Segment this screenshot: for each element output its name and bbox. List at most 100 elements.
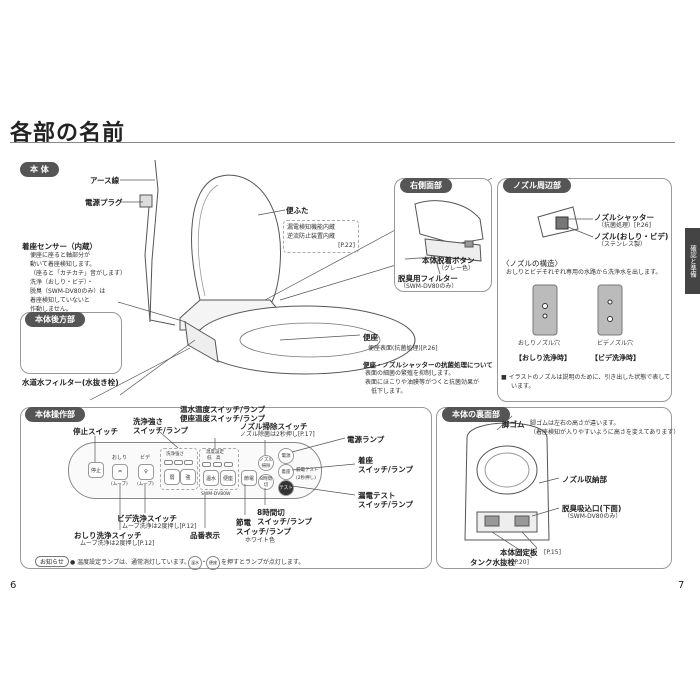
water-temp-label: 温水温度スイッチ/ランプ: [180, 405, 266, 414]
oshiri-hole-label: おしりノズル穴: [518, 340, 561, 347]
stop-switch-label: 停止スイッチ: [73, 427, 118, 436]
detach-button-label: 本体脱着ボタン: [422, 256, 475, 265]
intake-note: （SWM-DV80のみ）: [564, 513, 622, 520]
strength-lamp: [184, 460, 193, 465]
leak-test-sub: (2秒押し): [296, 476, 316, 481]
strength-lamp: [174, 460, 183, 465]
timer8-button[interactable]: 8時間切: [258, 474, 274, 490]
white-label: ホワイト色: [245, 537, 276, 544]
model-display-label: 品番表示: [190, 531, 220, 540]
nozzle-tab: ノズル周辺部: [503, 178, 571, 193]
deodorizer-filter-label: 脱臭用フィルター: [398, 274, 458, 283]
sensor-desc-line: 脱臭（SWM-DV80のみ）は: [30, 288, 106, 295]
nozzle-footnote-a: ■ イラストのノズルは説明のために、引き出した状態で表して: [501, 374, 671, 381]
nozzle-shutter-note: （抗菌処理）[P.26]: [598, 222, 651, 229]
nozzle-shutter-label: ノズルシャッター: [594, 213, 654, 222]
power-lamp-label: 電源ランプ: [347, 435, 385, 444]
lid-note-2: 逆流防止装置内蔵: [287, 233, 336, 240]
temp-lamp: [202, 462, 211, 467]
seat-nozzle-1: 表面の細菌の繁殖を抑制します。: [365, 370, 455, 377]
sensor-desc: 便座に座ると軸部分が 動いて着座検知します。 （座ると「カチカチ」音がします） …: [30, 251, 126, 314]
detach-button-note: （グレー色）: [438, 265, 475, 272]
seat-nozzle-title: 便座・ノズルシャッターの抗菌処理について: [363, 361, 493, 369]
timer8-label-2: スイッチ/ランプ: [257, 517, 313, 526]
timer8-label: 8時間切: [257, 508, 285, 517]
water-temp-button[interactable]: 温水: [203, 470, 219, 486]
notice-badge: お知らせ: [35, 556, 69, 567]
right-side-tab: 右側面部: [400, 178, 452, 193]
structure-title: 〈ノズルの構造〉: [502, 259, 562, 268]
power-save-button[interactable]: 節電: [241, 470, 257, 486]
seat-temp-button-text: 便座: [222, 475, 233, 482]
temp-group-sub: 低 高: [207, 456, 221, 461]
oshiri-button[interactable]: ♒: [112, 464, 128, 480]
sensor-desc-line: 洗浄（おしり・ビデ）・: [30, 279, 94, 286]
temp-lamp: [213, 462, 222, 467]
seat-nozzle-2b: 低下します。: [371, 388, 407, 395]
wash-strength-label: 洗浄強さ: [133, 417, 163, 426]
seat-temp-button[interactable]: 便座: [220, 470, 236, 486]
power-button[interactable]: 電源: [278, 448, 294, 464]
notice-key-water: 温水: [188, 556, 202, 570]
sensor-desc-line: 便座に座ると軸部分が: [30, 252, 91, 259]
nozzle-clean-button-text: ノズル掃除: [259, 458, 273, 469]
sensor-desc-line: （座ると「カチカチ」音がします）: [30, 270, 127, 277]
sensor-desc-line: 動いて着座検知します。: [30, 261, 96, 268]
nozzle-clean-button[interactable]: ノズル掃除: [258, 455, 274, 471]
temp-group-label: 温度設定: [206, 450, 224, 455]
right-side-drawing: [404, 200, 484, 275]
rubber-note-a: 脚ゴムは左右の高さが違います。: [530, 420, 620, 427]
power-save-label: 節電: [236, 518, 251, 527]
fixing-plate-label: 本体固定板: [500, 548, 538, 557]
leak-test-label-2: スイッチ/ランプ: [358, 500, 414, 509]
side-tab[interactable]: 確認と準備: [685, 228, 700, 294]
sensor-desc-line: 作動しません。: [30, 306, 72, 313]
underside-drawing: [464, 415, 560, 559]
body-section-tab: 本 体: [20, 162, 59, 177]
weak-button[interactable]: 弱: [164, 469, 180, 485]
underside-box: [436, 407, 672, 569]
power-plug-label: 電源プラグ: [85, 198, 123, 207]
water-temp-button-text: 温水: [205, 475, 216, 482]
deodorizer-filter-note: （SWM-DV80のみ）: [400, 283, 458, 290]
leak-test-caption: 漏電テスト: [296, 468, 319, 473]
seating-button-text: 着座: [281, 470, 291, 475]
oshiri-button-caption: おしり: [112, 455, 128, 461]
sensor-desc-line: 着座検知していないと: [30, 297, 90, 304]
stop-button[interactable]: 停止: [88, 462, 104, 478]
oshiri-switch-note: ムーブ洗浄は2度押し[P.12]: [80, 540, 155, 547]
rubber-label: 脚ゴム: [502, 420, 525, 429]
title-rule: [10, 142, 675, 143]
notice-text-a: ● 温度設定ランプは、通常消灯しています。: [70, 559, 191, 566]
bidet-button-caption: ビデ: [140, 455, 151, 461]
bidet-button[interactable]: ♀: [138, 464, 154, 480]
lid-label: 便ふた: [286, 206, 309, 215]
seat-note: 便座表面(抗菌処理)[P.26]: [368, 345, 438, 352]
intake-label: 脱臭吸込口(下面): [562, 504, 622, 513]
underside-tab: 本体の裏面部: [442, 407, 510, 422]
leak-test-button-text: テスト: [279, 486, 293, 491]
seat-temp-label: 便座温度スイッチ/ランプ: [180, 414, 266, 423]
lid-note-box: 漏電検知機能内蔵 逆流防止装置内蔵 [P.22]: [283, 220, 359, 253]
notice-key-seat: 便座: [206, 556, 220, 570]
bidet-icon: ♀: [144, 469, 148, 475]
nozzle-clean-label: ノズル掃除スイッチ: [240, 422, 308, 431]
notice-key-seat-text: 便座: [209, 560, 217, 565]
strong-button[interactable]: 強: [180, 469, 196, 485]
seat-nozzle-2a: 表面にほこりや油膜等がつくと抗菌効果が: [365, 379, 480, 386]
wash-strength-label-2: スイッチ/ランプ: [133, 426, 189, 435]
leak-test-button[interactable]: テスト: [278, 480, 294, 496]
back-tab: 本体後方部: [25, 312, 85, 327]
page-number-left: 6: [10, 580, 17, 591]
power-save-button-text: 節電: [243, 475, 254, 482]
lid-note-1: 漏電検知機能内蔵: [287, 224, 336, 231]
weak-button-text: 弱: [169, 474, 175, 481]
sensor-title: 着座センサー（内蔵）: [22, 242, 97, 251]
fixing-plate-ref: [P.15]: [544, 549, 561, 556]
seating-button[interactable]: 着座: [278, 464, 294, 480]
water-filter-label: 水道水フィルター(水抜き栓): [22, 378, 119, 387]
nozzle-clean-note: ノズル除菌は2秒押し[P.17]: [240, 431, 315, 438]
strong-button-text: 強: [185, 474, 191, 481]
oshiri-wash-label: 【おしり洗浄時】: [515, 354, 571, 362]
